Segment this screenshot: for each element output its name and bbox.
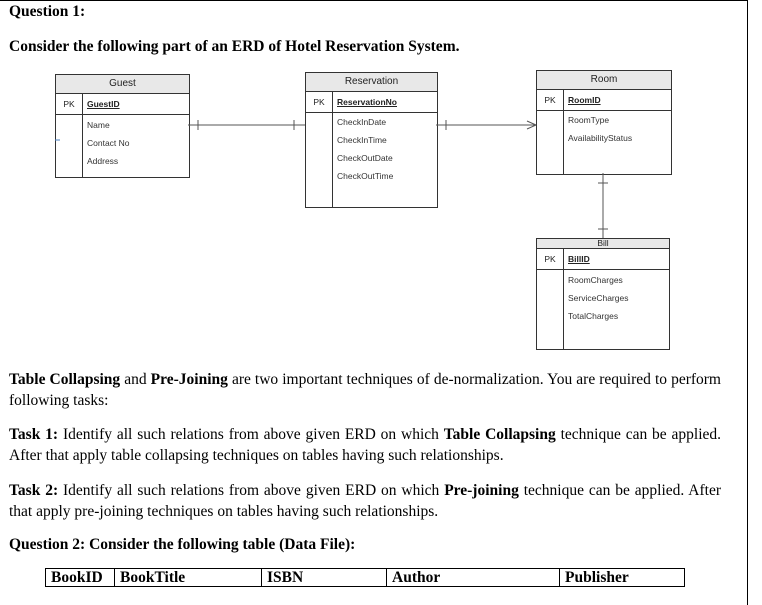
entity-reservation: Reservation PK ReservationNo CheckInDate…: [305, 72, 438, 208]
attribute: CheckInDate: [337, 117, 387, 127]
entity-guest: Guest PK GuestID Name Contact No Address: [55, 74, 190, 178]
page-right-border: [747, 0, 748, 605]
entity-room: Room PK RoomID RoomType AvailabilityStat…: [536, 70, 672, 175]
table-header-cell: BookID: [45, 568, 115, 587]
attribute: CheckOutTime: [337, 171, 394, 181]
table-header-row: BookID BookTitle ISBN Author Publisher: [45, 568, 685, 587]
entity-title: Bill: [537, 239, 669, 249]
pk-label: PK: [544, 95, 556, 105]
attribute: RoomCharges: [568, 275, 623, 285]
primary-key: GuestID: [87, 99, 120, 109]
primary-key: ReservationNo: [337, 97, 397, 107]
question1-prompt: Consider the following part of an ERD of…: [9, 38, 460, 55]
attribute: Name: [87, 120, 110, 130]
attribute: CheckInTime: [337, 135, 387, 145]
entity-title: Room: [537, 71, 671, 90]
attribute: CheckOutDate: [337, 153, 393, 163]
task1-paragraph: Task 1: Identify all such relations from…: [9, 426, 722, 464]
attribute: AvailabilityStatus: [568, 133, 633, 143]
pk-label: PK: [313, 97, 325, 107]
entity-bill: Bill PK BillID RoomCharges ServiceCharge…: [536, 238, 670, 350]
intro-paragraph: Table Collapsing and Pre-Joining are two…: [9, 371, 721, 409]
attribute: ServiceCharges: [568, 293, 629, 303]
attribute: Address: [87, 156, 119, 166]
data-file-table: BookID BookTitle ISBN Author Publisher: [45, 568, 685, 587]
question2-heading: Question 2: Consider the following table…: [9, 536, 356, 553]
table-header-cell: Author: [386, 568, 560, 587]
page-top-border: [0, 0, 748, 1]
attribute: Contact No: [87, 138, 130, 148]
task2-paragraph: Task 2: Identify all such relations from…: [9, 482, 722, 520]
entity-title: Guest: [56, 75, 189, 94]
attribute: TotalCharges: [568, 311, 619, 321]
pk-label: PK: [63, 99, 75, 109]
entity-title: Reservation: [306, 73, 437, 92]
table-header-cell: ISBN: [261, 568, 387, 587]
attribute: RoomType: [568, 115, 610, 125]
pk-label: PK: [544, 254, 556, 264]
primary-key: RoomID: [568, 95, 601, 105]
question1-heading: Question 1:: [9, 3, 86, 20]
primary-key: BillID: [568, 254, 590, 264]
table-header-cell: BookTitle: [114, 568, 262, 587]
table-header-cell: Publisher: [559, 568, 685, 587]
